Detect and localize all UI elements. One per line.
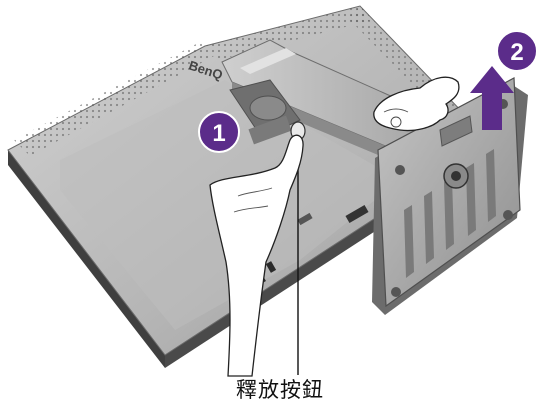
up-arrow-icon (470, 66, 514, 130)
lifting-hand (373, 76, 460, 132)
step-1-number: 1 (212, 120, 225, 147)
stand-base-plate (372, 77, 528, 315)
step-2-number: 2 (510, 39, 523, 66)
pressing-hand (209, 134, 304, 377)
step-1-badge: 1 (198, 111, 240, 153)
step-2-badge: 2 (496, 30, 538, 72)
release-button-caption: 釋放按鈕 (236, 378, 324, 402)
